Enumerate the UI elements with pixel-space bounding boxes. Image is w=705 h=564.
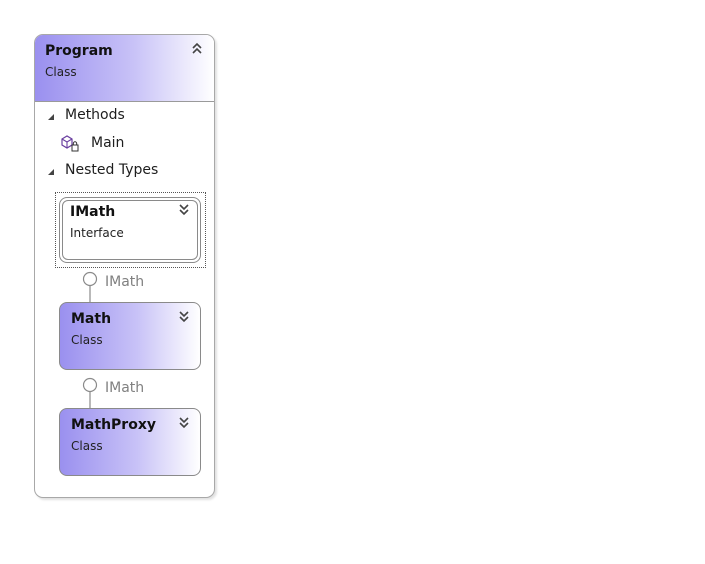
private-method-icon <box>61 135 79 152</box>
interface-inner-border <box>62 200 198 260</box>
selection-outline <box>55 192 206 268</box>
math-title: Math <box>71 311 112 327</box>
double-chevron-up-icon[interactable] <box>190 41 204 55</box>
mathproxy-title: MathProxy <box>71 417 156 433</box>
program-header[interactable]: Program Class <box>35 35 214 102</box>
interface-lollipop-icon <box>82 377 98 408</box>
method-main[interactable]: Main <box>91 135 125 151</box>
math-implements-label: IMath <box>105 274 145 290</box>
program-class-shape[interactable]: Program Class Methods Main Nested Types … <box>34 34 215 498</box>
imath-interface-shape[interactable]: IMath Interface <box>59 197 201 263</box>
imath-title: IMath <box>70 204 116 220</box>
program-kind: Class <box>45 65 77 79</box>
collapse-triangle-icon[interactable] <box>47 168 55 176</box>
program-title: Program <box>45 43 113 59</box>
nested-types-section-label[interactable]: Nested Types <box>65 162 159 178</box>
mathproxy-class-shape[interactable]: MathProxy Class <box>59 408 201 476</box>
mathproxy-kind: Class <box>71 439 103 453</box>
double-chevron-down-icon[interactable] <box>177 416 191 430</box>
collapse-triangle-icon[interactable] <box>47 113 55 121</box>
imath-kind: Interface <box>70 226 124 240</box>
methods-section-label[interactable]: Methods <box>65 107 125 123</box>
interface-lollipop-icon <box>82 271 98 302</box>
double-chevron-down-icon[interactable] <box>177 203 191 217</box>
mathproxy-implements-label: IMath <box>105 380 145 396</box>
math-kind: Class <box>71 333 103 347</box>
math-class-shape[interactable]: Math Class <box>59 302 201 370</box>
double-chevron-down-icon[interactable] <box>177 310 191 324</box>
